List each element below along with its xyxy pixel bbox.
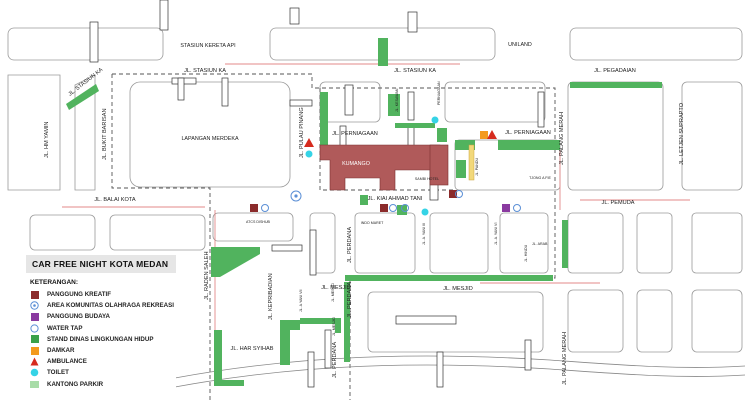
yellow-marker: [468, 144, 475, 181]
map-legend: CAR FREE NIGHT KOTA MEDAN KETERANGAN: PA…: [26, 255, 176, 390]
railway: [174, 355, 746, 388]
legend-label: AMBULANCE: [47, 358, 87, 366]
street-balai-kota: JL. BALAI KOTA: [94, 197, 136, 203]
street-perniagaan-short: PERNIAGAAN: [437, 81, 441, 105]
street-perniagaan: JL. PERNIAGAAN: [332, 131, 378, 137]
marker-panggung-kreatif-3: [449, 190, 457, 198]
marker-toilet-3: [421, 208, 429, 216]
marker-panggung-budaya: [502, 204, 510, 212]
street-mesjid-side: JL. MESJID: [332, 317, 336, 336]
street-kesawan-sq: JL. KESAWAN: [395, 88, 399, 112]
direction-arrows: [62, 63, 690, 330]
street-raden-saleh: JL. RADEN SALEH: [204, 252, 210, 301]
marker-ambulance-1: [304, 138, 314, 147]
legend-item: AREA KOMUNITAS OLAHRAGA REKREASI: [26, 300, 176, 311]
street-pemuda: JL. PEMUDA: [602, 200, 635, 206]
street-perdana-3: JL. PERDANA: [332, 342, 338, 378]
label-tjong-a-fie: TJONG A FIE: [529, 176, 551, 180]
legend-heading: KETERANGAN:: [30, 279, 79, 286]
street-pegadaian: JL. PEGADAIAN: [594, 68, 636, 74]
street-palang-merah-2: JL. PALANG MERAH: [562, 332, 568, 385]
label-hotel: SAMBI HOTEL: [415, 177, 439, 181]
marker-damkar: [480, 131, 488, 139]
street-kiai-ahmad: JL. KIAI AHMAD TANI: [368, 196, 423, 202]
circle-icon: [30, 368, 39, 377]
street-stasiun-ka-2: JL. STASIUN KA: [394, 68, 436, 74]
marker-water-tap-1: [261, 204, 269, 212]
legend-item: KANTONG PARKIR: [26, 379, 176, 390]
legend-label: KANTONG PARKIR: [47, 380, 104, 388]
marker-water-tap-4: [455, 190, 463, 198]
street-a-yani-vii: JL. A.YANI VII: [299, 289, 303, 312]
street-letjen-suprapto: JL. LETJEN SUPRAPTO: [679, 102, 685, 165]
street-palang-merah: JL. PALANG MERAH: [559, 112, 565, 165]
street-perdana-2: JL. PERDANA: [347, 282, 353, 318]
legend-item: WATER TAP: [26, 323, 176, 334]
street-perdana: JL. PERDANA: [347, 227, 353, 263]
legend-label: PANGGUNG KREATIF: [47, 291, 112, 299]
map-markers: [250, 116, 521, 216]
street-a-yani-6: JL. A. YANI VI: [494, 223, 498, 245]
marker-water-tap-5: [513, 204, 521, 212]
marker-panggung-kreatif-2: [380, 204, 388, 212]
legend-label: DAMKAR: [47, 347, 75, 355]
street-bukit-barisan: JL. BUKIT BARISAN: [102, 109, 108, 161]
legend-label: STAND DINAS LINGKUNGAN HIDUP: [47, 335, 154, 343]
label-kumango: KUMANGO: [342, 161, 370, 167]
legend-item: PANGGUNG KREATIF: [26, 289, 176, 300]
street-hm-yamin: JL. HM YAMIN: [44, 122, 50, 158]
street-arab: JL. ARAB: [532, 242, 548, 246]
street-har-syihab: JL. HAR SYIHAB: [231, 346, 274, 352]
square-icon: [30, 335, 39, 344]
label-lapangan-merdeka: LAPANGAN MERDEKA: [181, 136, 239, 142]
legend-label: TOILET: [47, 369, 69, 377]
street-hindu: JL. HINDU: [524, 244, 528, 262]
legend-item: DAMKAR: [26, 345, 176, 356]
marker-ambulance-2: [487, 130, 497, 139]
legend-list: PANGGUNG KREATIF AREA KOMUNITAS OLAHRAGA…: [26, 289, 176, 390]
marker-toilet-2: [431, 116, 439, 124]
street-mesjid-2: JL. MESJID: [321, 285, 351, 291]
legend-label: WATER TAP: [47, 324, 83, 332]
street-mesjid-small: JL. MESJID: [331, 283, 335, 302]
marker-water-tap-2: [389, 204, 397, 212]
legend-label: PANGGUNG BUDAYA: [47, 313, 111, 321]
square-icon: [30, 312, 39, 321]
street-pandu: JL. PANDU: [475, 157, 479, 176]
legend-item: TOILET: [26, 367, 176, 378]
label-atcs: ATCS DISHUB: [246, 220, 270, 224]
label-uniland: UNILAND: [508, 42, 532, 48]
label-indo-maret: INDO MARET: [361, 221, 384, 225]
street-kepribadian: JL. KEPRIBADIAN: [268, 273, 274, 320]
legend-item: STAND DINAS LINGKUNGAN HIDUP: [26, 334, 176, 345]
environment-stands: [66, 38, 662, 386]
street-mesjid: JL. MESJID: [443, 286, 473, 292]
parking-lanes: [89, 0, 545, 388]
marker-sport-area: [290, 190, 302, 202]
target-icon: [30, 301, 39, 310]
label-stasiun: STASIUN KERETA API: [180, 43, 235, 49]
marker-water-tap-3: [401, 204, 409, 212]
legend-title: CAR FREE NIGHT KOTA MEDAN: [26, 255, 176, 273]
street-perniagaan-2: JL. PERNIAGAAN: [505, 130, 551, 136]
city-blocks: [7, 27, 743, 353]
marker-toilet-1: [305, 150, 313, 158]
triangle-icon: [30, 357, 39, 366]
street-pulau-pinang: JL. PULAU PINANG: [299, 107, 305, 158]
legend-label: AREA KOMUNITAS OLAHRAGA REKREASI: [47, 302, 174, 310]
square-icon: [30, 290, 39, 299]
legend-item: PANGGUNG BUDAYA: [26, 311, 176, 322]
event-boundary: [111, 73, 556, 400]
marker-panggung-kreatif-1: [250, 204, 258, 212]
square-icon: [30, 380, 39, 389]
street-stasiun-ka: JL. STASIUN KA: [184, 68, 226, 74]
square-icon: [30, 346, 39, 355]
ring-icon: [30, 324, 39, 333]
street-a-yani-3: JL. A. YANI III: [422, 223, 426, 245]
legend-item: AMBULANCE: [26, 356, 176, 367]
kesawan-stage-area: [319, 144, 449, 191]
